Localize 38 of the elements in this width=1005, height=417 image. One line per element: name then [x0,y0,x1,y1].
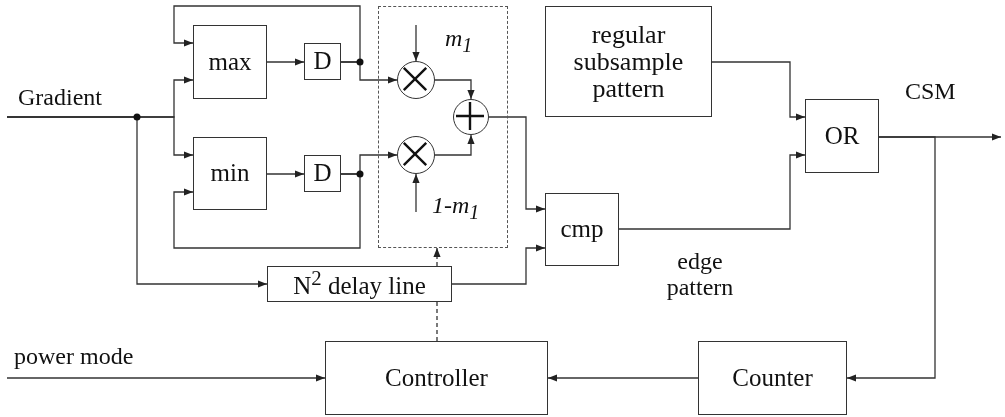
arrow [6,116,268,288]
process-box: N$^{2}$ delay line [267,266,452,302]
process-box: max [193,25,267,99]
arrow [451,244,546,285]
arrow [340,151,398,175]
arrow [266,170,305,178]
process-box: Controller [325,341,548,415]
arrow [434,79,475,100]
process-box: D [304,155,341,192]
coefficient-label: m$_{1}$ [445,25,473,56]
arrow [266,58,305,66]
arrow [618,151,806,230]
process-box: OR [805,99,879,173]
arrow [434,134,475,156]
multiplier-circle [396,60,435,99]
process-box: cmp [545,193,619,266]
signal-label: edge pattern [665,248,735,301]
adder-circle [452,98,489,135]
process-box: Counter [698,341,847,415]
arrow [846,136,936,382]
arrow [547,374,699,382]
output-label: CSM [905,78,956,105]
multiplier-circle [396,135,435,174]
input-label: Gradient [18,84,102,111]
coefficient-label: 1-m$_{1}$ [432,192,480,223]
arrow [433,247,441,267]
connector-line [436,301,438,342]
input-label: power mode [14,343,134,370]
arrow [711,61,806,121]
dash-dot-group-box [378,6,508,248]
process-box: regular subsample pattern [545,6,712,117]
arrow [6,374,326,382]
arrow [488,116,546,213]
arrow [412,24,420,62]
process-box: min [193,137,267,210]
arrow [412,173,420,213]
arrow [340,61,398,84]
process-box: D [304,43,341,80]
